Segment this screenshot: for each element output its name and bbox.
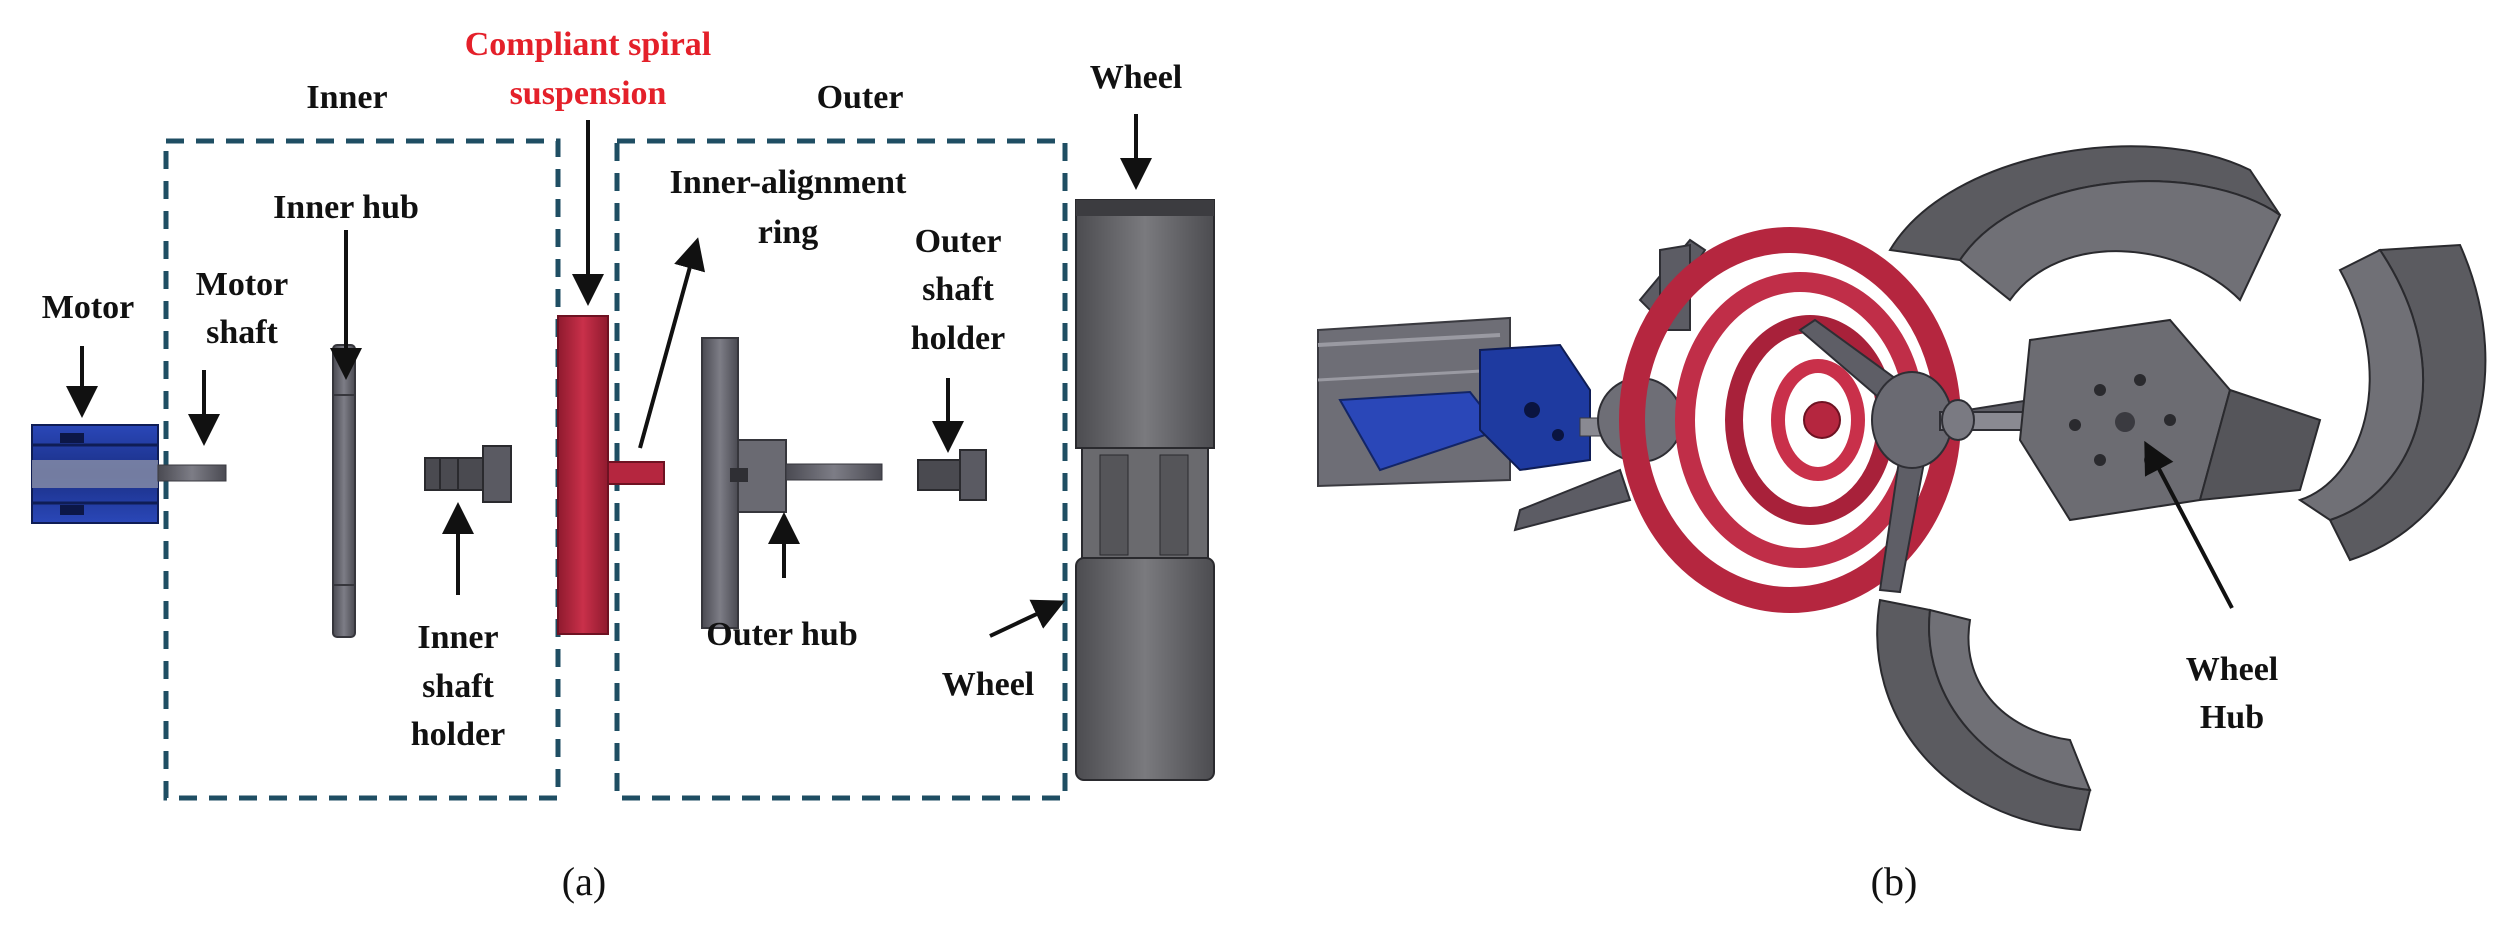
wheel-bottom-arrow: [989, 599, 1066, 638]
inner-hub-part: [332, 344, 356, 638]
inner-shaft-holder-part: [424, 445, 512, 503]
motor-housing-3d: [1317, 316, 1641, 488]
motor-shaft-label-line1: Motor: [196, 266, 289, 303]
inner-shaft-holder-label-line1: Inner: [417, 619, 498, 656]
motor-label: Motor: [42, 289, 135, 326]
inner-alignment-arrow: [638, 237, 706, 449]
inner-shaft-holder-label-line2: shaft: [422, 668, 494, 705]
compliant-label-line1: Compliant spiral: [465, 26, 712, 63]
wheel-side-part: [1075, 199, 1215, 781]
compliant-label-line2: suspension: [510, 75, 667, 112]
wheel-hub-arrow: [2144, 440, 2234, 609]
outer-shaft-holder-label-line2: shaft: [922, 271, 994, 308]
inner-alignment-label-line2: ring: [758, 214, 818, 251]
motor-shaft-label-line2: shaft: [206, 314, 278, 351]
inner-group-label: Inner: [306, 79, 387, 116]
inner-alignment-label-line1: Inner-alignment: [670, 164, 907, 201]
inner-hub-label: Inner hub: [273, 189, 419, 226]
panel-b-caption: (b): [1871, 859, 1918, 904]
outer-group-label: Outer: [817, 79, 904, 116]
panel-a-caption: (a): [562, 859, 606, 904]
wheel-3d: [1876, 145, 2487, 832]
outer-shaft-holder-part: [917, 449, 987, 501]
outer-group-box: [614, 138, 1068, 801]
wheel-bottom-label: Wheel: [942, 666, 1035, 703]
panel-a: Compliant spiral suspension Inner Outer …: [31, 26, 1215, 904]
motor-part: [31, 424, 159, 524]
outer-shaft-holder-label-line3: holder: [911, 320, 1005, 357]
inner-shaft-holder-label-line3: holder: [411, 716, 505, 753]
compliant-spiral-part: [557, 315, 665, 635]
wheel-hub-label-line2: Hub: [2200, 699, 2264, 736]
wheel-top-label: Wheel: [1090, 59, 1183, 96]
motor-shaft-part: [157, 464, 227, 482]
wheel-hub-label-line1: Wheel: [2186, 651, 2279, 688]
panel-b: Wheel Hub (b): [1317, 145, 2487, 904]
outer-hub-label: Outer hub: [706, 616, 857, 653]
outer-shaft-holder-label-line1: Outer: [915, 223, 1002, 260]
outer-hub-part: [701, 337, 883, 629]
